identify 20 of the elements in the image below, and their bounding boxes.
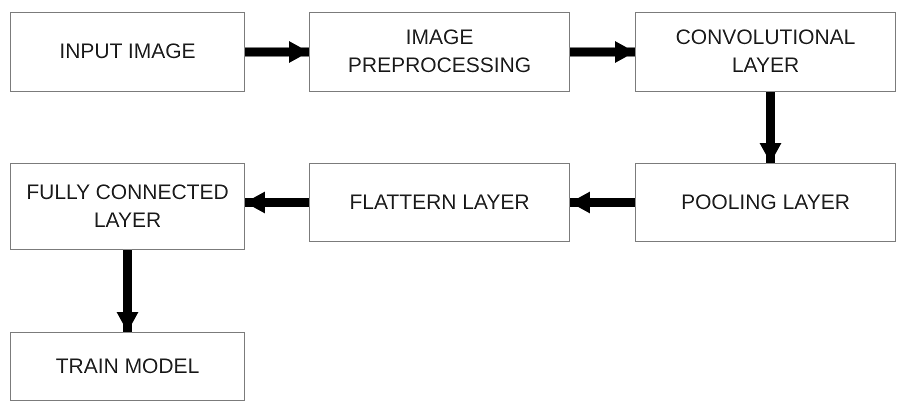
- box-label: CONVOLUTIONAL LAYER: [674, 25, 856, 79]
- arrow: [245, 192, 309, 214]
- process-box: [10, 12, 245, 92]
- box-label: INPUT IMAGE: [59, 39, 196, 65]
- arrow: [570, 41, 635, 63]
- process-box: [10, 163, 245, 250]
- box-label: TRAIN MODEL: [56, 354, 200, 380]
- process-box: [309, 12, 570, 92]
- process-box: [635, 12, 896, 92]
- process-box: [309, 163, 570, 242]
- box-label: FLATTERN LAYER: [349, 190, 530, 216]
- arrow: [116, 250, 138, 332]
- arrow: [245, 41, 309, 63]
- arrow: [760, 92, 782, 163]
- box-label: POOLING LAYER: [681, 190, 850, 216]
- process-box: [10, 332, 245, 401]
- arrow: [570, 192, 635, 214]
- box-label: IMAGE PREPROCESSING: [346, 25, 532, 79]
- process-box: [635, 163, 896, 242]
- box-label: FULLY CONNECTED LAYER: [25, 180, 230, 234]
